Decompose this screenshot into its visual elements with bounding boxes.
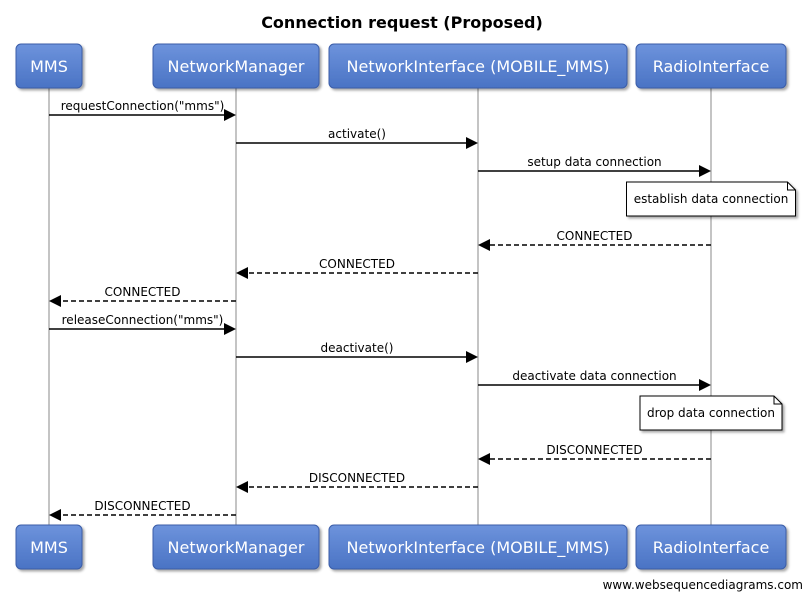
note-fold [787, 182, 796, 191]
participant-label: MMS [30, 57, 68, 76]
arrowhead [236, 481, 248, 493]
message-label: CONNECTED [105, 285, 181, 299]
message-label: DISCONNECTED [546, 443, 642, 457]
participant-box [152, 524, 320, 570]
arrowhead [49, 509, 61, 521]
message: CONNECTED [236, 257, 478, 279]
participant-box [15, 524, 83, 570]
message-label: CONNECTED [319, 257, 395, 271]
participant-label: NetworkInterface (MOBILE_MMS) [347, 57, 610, 77]
message: deactivate data connection [478, 369, 711, 391]
arrowhead [49, 295, 61, 307]
arrowhead [699, 165, 711, 177]
participant-label: NetworkManager [168, 538, 305, 557]
note-box [639, 395, 783, 431]
participant-bottom-ri: RadioInterface [635, 524, 787, 570]
note-text: drop data connection [647, 406, 775, 420]
participant-box [635, 43, 787, 89]
note-fold [773, 396, 782, 405]
message-label: DISCONNECTED [94, 499, 190, 513]
participant-top-nm: NetworkManager [152, 43, 320, 89]
participant-label: NetworkManager [168, 57, 305, 76]
message: DISCONNECTED [236, 471, 478, 493]
message: CONNECTED [478, 229, 711, 251]
message: setup data connection [478, 155, 711, 177]
message-label: requestConnection("mms") [61, 99, 225, 113]
lifelines [48, 88, 712, 525]
message: releaseConnection("mms") [49, 313, 236, 335]
arrowhead [224, 109, 236, 121]
participant-bottom-mms: MMS [15, 524, 83, 570]
arrowhead [699, 379, 711, 391]
message-label: deactivate data connection [512, 369, 676, 383]
participant-box [635, 524, 787, 570]
arrowhead [224, 323, 236, 335]
arrowhead [466, 137, 478, 149]
participants-bottom: MMS NetworkManager NetworkInterface (MOBIL… [15, 524, 787, 570]
participant-box [328, 43, 628, 89]
message-label: activate() [328, 127, 386, 141]
participant-top-ni: NetworkInterface (MOBILE_MMS) [328, 43, 628, 89]
message-label: DISCONNECTED [309, 471, 405, 485]
note-text: establish data connection [634, 192, 789, 206]
message: DISCONNECTED [49, 499, 236, 521]
note: drop data connection [639, 395, 783, 431]
message: deactivate() [236, 341, 478, 363]
messages: requestConnection("mms") activate() setup … [49, 99, 796, 521]
diagram-title: Connection request (Proposed) [261, 13, 543, 32]
message-label: releaseConnection("mms") [62, 313, 224, 327]
participant-box [152, 43, 320, 89]
message: requestConnection("mms") [49, 99, 236, 121]
arrowhead [466, 351, 478, 363]
message-label: CONNECTED [557, 229, 633, 243]
message: DISCONNECTED [478, 443, 711, 465]
participant-box [15, 43, 83, 89]
arrowhead [478, 239, 490, 251]
watermark: www.websequencediagrams.com [603, 578, 803, 592]
participant-label: NetworkInterface (MOBILE_MMS) [347, 538, 610, 558]
participant-bottom-ni: NetworkInterface (MOBILE_MMS) [328, 524, 628, 570]
note-box [626, 181, 796, 217]
message-label: deactivate() [321, 341, 394, 355]
participants-top: MMS NetworkManager NetworkInterface (MOBIL… [15, 43, 787, 89]
arrowhead [236, 267, 248, 279]
participant-bottom-nm: NetworkManager [152, 524, 320, 570]
participant-top-mms: MMS [15, 43, 83, 89]
participant-label: RadioInterface [653, 57, 770, 76]
message: CONNECTED [49, 285, 236, 307]
message: activate() [236, 127, 478, 149]
participant-label: RadioInterface [653, 538, 770, 557]
participant-box [328, 524, 628, 570]
arrowhead [478, 453, 490, 465]
participant-top-ri: RadioInterface [635, 43, 787, 89]
participant-label: MMS [30, 538, 68, 557]
message-label: setup data connection [527, 155, 661, 169]
note: establish data connection [626, 181, 796, 217]
